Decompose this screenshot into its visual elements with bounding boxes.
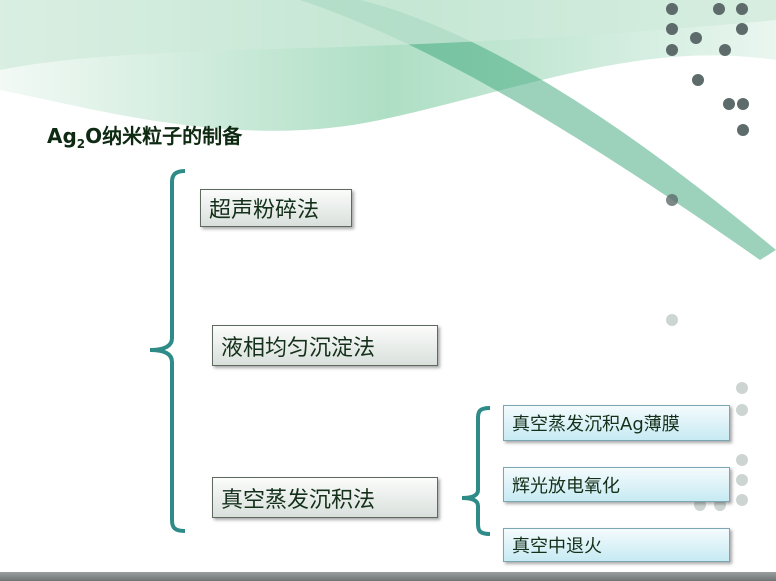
decorative-dots — [666, 3, 749, 206]
method-vacuum-deposition: 真空蒸发沉积法 — [212, 477, 438, 518]
step-deposit-ag-film: 真空蒸发沉积Ag薄膜 — [503, 405, 730, 441]
slide-title: Ag2O纳米粒子的制备 — [47, 124, 243, 151]
method-ultrasonic: 超声粉碎法 — [200, 189, 352, 227]
bottom-bar — [0, 572, 776, 581]
method-liquid-precipitation: 液相均匀沉淀法 — [212, 325, 438, 366]
step-glow-discharge-oxidation: 辉光放电氧化 — [503, 467, 730, 502]
bracket-main — [149, 169, 186, 533]
bracket-sub — [461, 406, 491, 536]
step-vacuum-anneal: 真空中退火 — [503, 528, 730, 562]
